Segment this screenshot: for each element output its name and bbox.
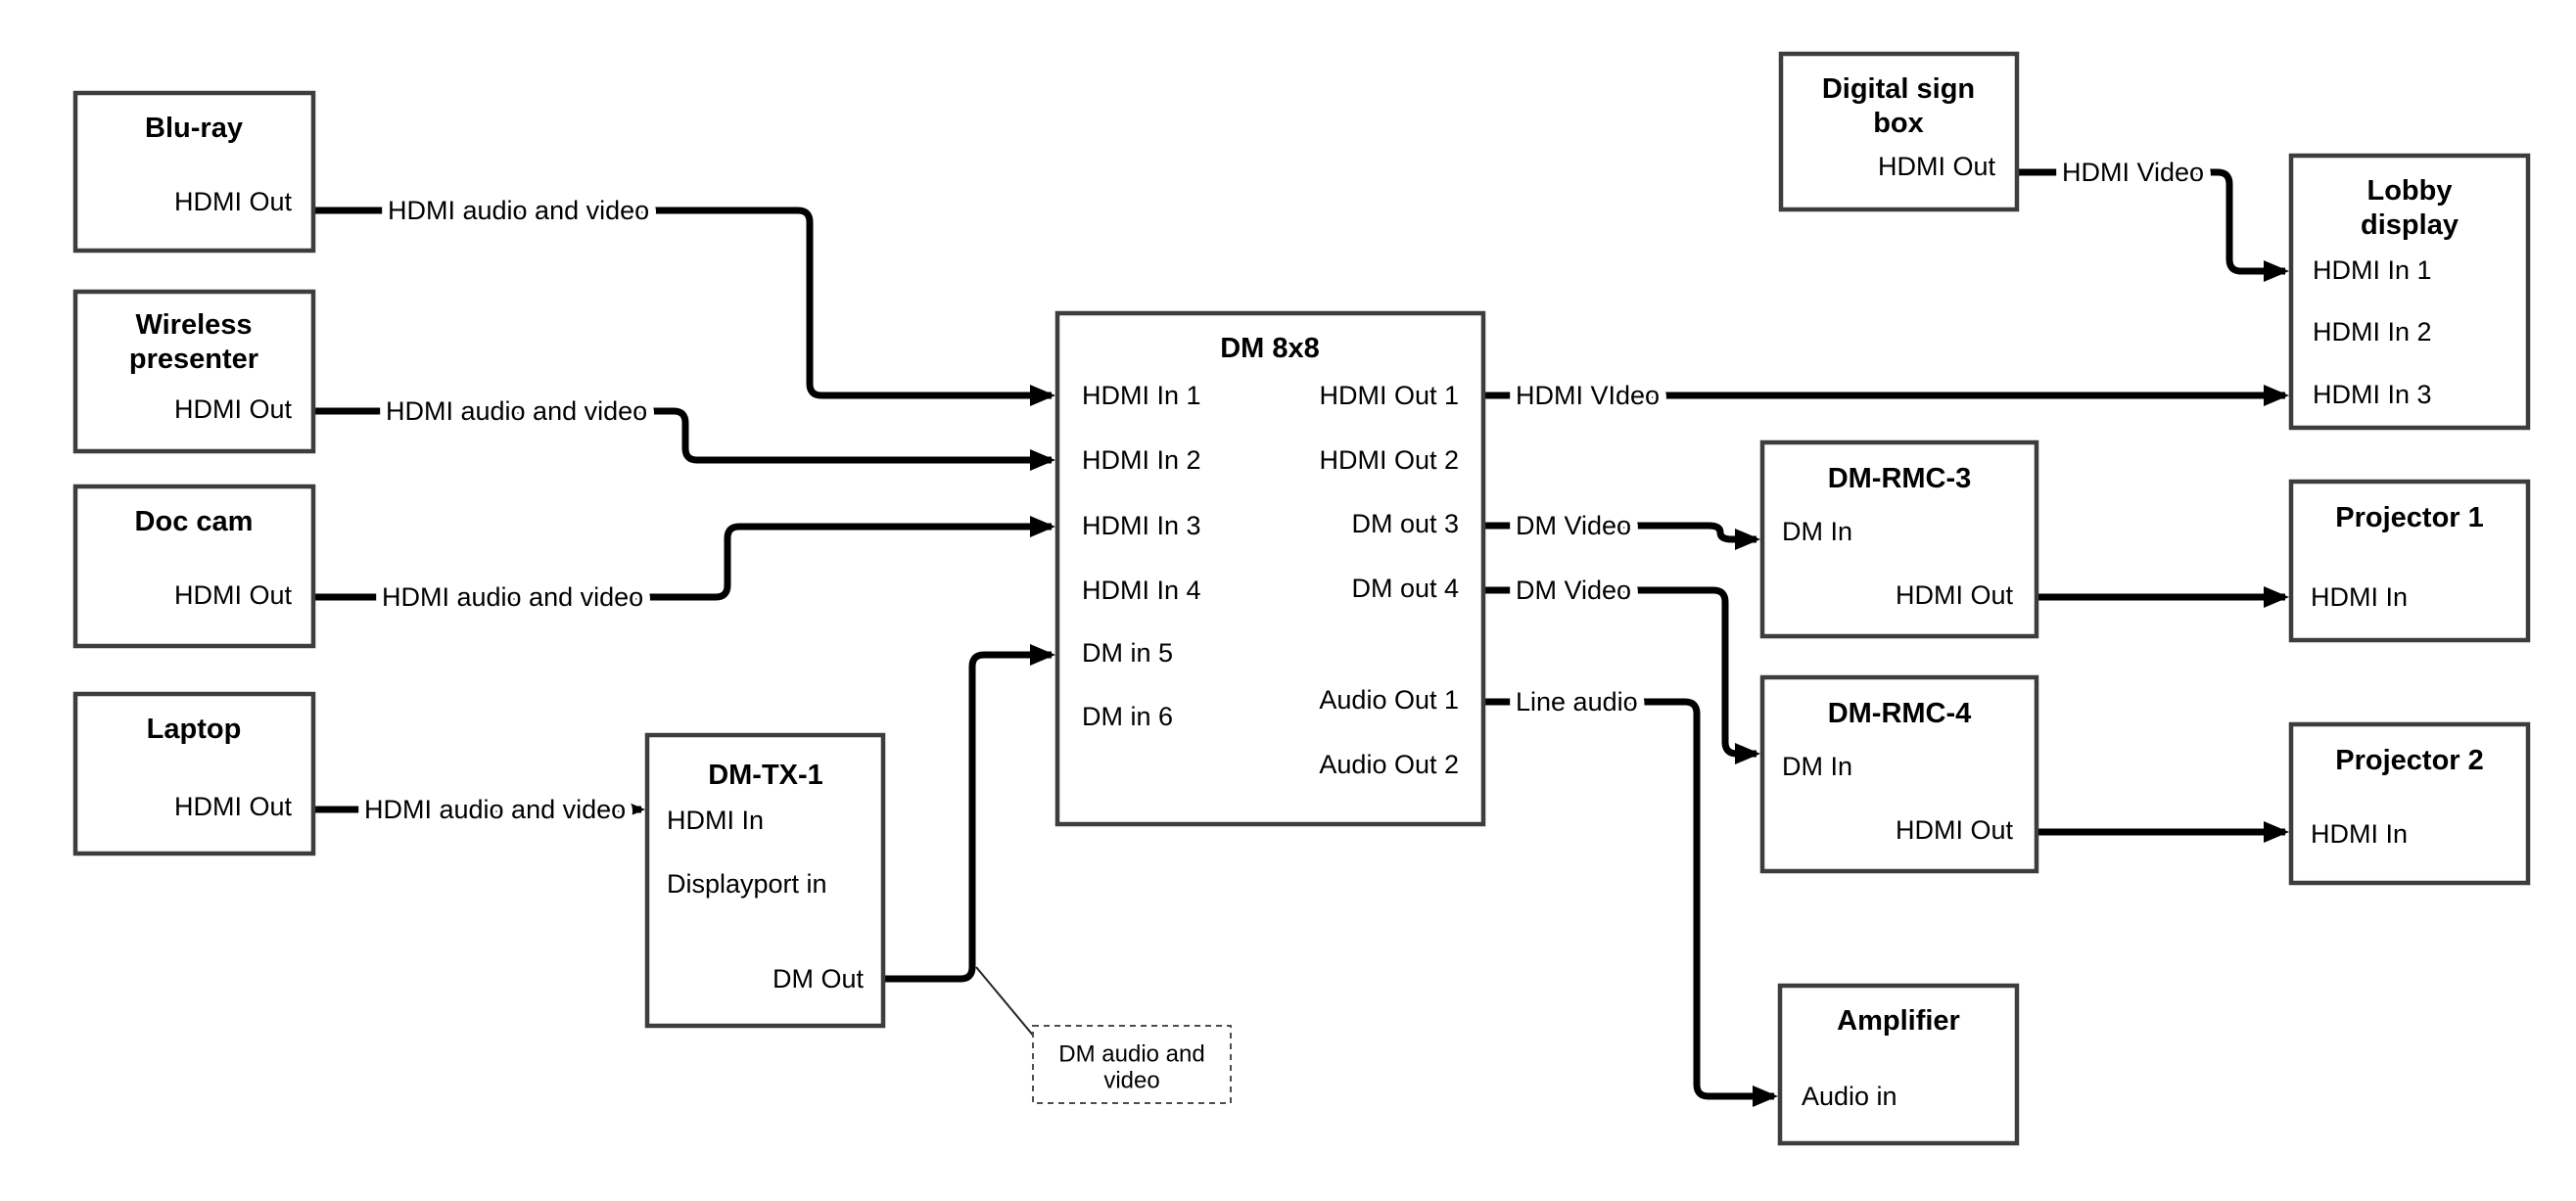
node-dm-rmc-4-title: DM-RMC-4	[1828, 698, 1972, 729]
node-dm-8x8-port-dm-in-5: DM in 5	[1082, 638, 1173, 668]
node-dm-tx-1-box	[644, 732, 886, 1029]
node-projector-2-port-hdmi-in: HDMI In	[2311, 819, 2408, 849]
node-doc-cam: Doc cam HDMI Out	[72, 484, 316, 649]
node-dm-rmc-4-port-dm-in: DM In	[1782, 752, 1852, 781]
node-amplifier-title: Amplifier	[1837, 1005, 1960, 1037]
node-dm-rmc-3-port-dm-in: DM In	[1782, 517, 1852, 546]
node-digital-sign-box-title-line2: box	[1873, 108, 1924, 139]
edge-digitalsign-to-lobby-in1	[2017, 168, 2289, 282]
node-lobby-display-port-hdmi-in-3: HDMI In 3	[2313, 380, 2432, 409]
node-dm-tx-1-port-dm-out: DM Out	[773, 964, 865, 993]
edge-wireless-to-dm8x8-in2	[313, 407, 1055, 471]
node-projector-1-title: Projector 1	[2335, 502, 2484, 533]
node-projector-2-box	[2288, 721, 2531, 886]
node-dm-8x8-port-hdmi-in-2: HDMI In 2	[1082, 445, 1201, 475]
edge-label-bluray: HDMI audio and video	[388, 196, 649, 225]
node-digital-sign-box: Digital sign box HDMI Out	[1778, 51, 2020, 212]
node-dm-8x8-port-audio-out-1: Audio Out 1	[1319, 685, 1459, 715]
node-amplifier-port-audio-in: Audio in	[1802, 1082, 1897, 1111]
node-wireless-presenter: Wireless presenter HDMI Out	[72, 289, 316, 454]
node-projector-1-port-hdmi-in: HDMI In	[2311, 582, 2408, 612]
edge-label-hdmi-video-out1: HDMI VIdeo	[1516, 381, 1660, 410]
edge-dm8x8-out3-to-rmc3	[1483, 522, 1760, 550]
node-laptop-title: Laptop	[147, 714, 242, 745]
node-lobby-display-title-line1: Lobby	[2367, 175, 2453, 207]
node-bluray-port-hdmi-out: HDMI Out	[174, 187, 293, 216]
node-doc-cam-title: Doc cam	[135, 506, 254, 537]
node-doc-cam-box	[72, 484, 316, 649]
node-dm-8x8-port-dm-out-3: DM out 3	[1351, 509, 1459, 538]
node-dm-8x8: DM 8x8 HDMI In 1 HDMI In 2 HDMI In 3 HDM…	[1054, 310, 1486, 827]
node-digital-sign-box-title-line1: Digital sign	[1822, 73, 1975, 105]
note-dm-audio-and-video-line1: DM audio and	[1058, 1041, 1204, 1068]
node-dm-8x8-port-hdmi-out-1: HDMI Out 1	[1319, 381, 1459, 410]
edge-label-dm-video-out3: DM Video	[1516, 511, 1631, 540]
node-projector-2: Projector 2 HDMI In	[2288, 721, 2531, 886]
node-dm-8x8-port-hdmi-out-2: HDMI Out 2	[1319, 445, 1459, 475]
edge-dm8x8-audio1-to-amplifier	[1483, 698, 1778, 1107]
note-dm-audio-and-video-line2: video	[1103, 1068, 1159, 1094]
node-dm-8x8-box	[1054, 310, 1486, 827]
node-projector-1: Projector 1 HDMI In	[2288, 479, 2531, 643]
node-lobby-display-port-hdmi-in-1: HDMI In 1	[2313, 255, 2432, 285]
node-dm-rmc-4: DM-RMC-4 DM In HDMI Out	[1759, 674, 2039, 874]
edge-label-dm-video-out4: DM Video	[1516, 576, 1631, 605]
node-wireless-presenter-title-line2: presenter	[129, 344, 258, 375]
node-dm-tx-1-title: DM-TX-1	[708, 760, 823, 791]
node-bluray: Blu-ray HDMI Out	[72, 90, 316, 254]
edge-label-wireless: HDMI audio and video	[386, 396, 647, 426]
node-dm-8x8-port-dm-out-4: DM out 4	[1351, 574, 1459, 603]
node-digital-sign-box-port-hdmi-out: HDMI Out	[1878, 152, 1996, 181]
edge-dm8x8-out4-to-rmc4	[1483, 586, 1760, 764]
node-bluray-title: Blu-ray	[145, 113, 243, 144]
edge-doccam-to-dm8x8-in3	[313, 516, 1055, 601]
node-lobby-display-title-line2: display	[2361, 209, 2459, 241]
node-lobby-display-box	[2288, 153, 2531, 431]
node-doc-cam-port-hdmi-out: HDMI Out	[174, 580, 293, 610]
node-dm-tx-1-port-displayport-in: Displayport in	[667, 869, 827, 899]
edge-label-doccam: HDMI audio and video	[382, 582, 643, 612]
node-dm-rmc-4-box	[1759, 674, 2039, 874]
node-dm-8x8-port-dm-in-6: DM in 6	[1082, 702, 1173, 731]
edge-dmtx1-to-dm8x8-in5	[883, 644, 1055, 983]
node-dm-rmc-3: DM-RMC-3 DM In HDMI Out	[1759, 439, 2039, 639]
node-dm-rmc-4-port-hdmi-out: HDMI Out	[1896, 815, 2014, 845]
edge-bluray-to-dm8x8-in1	[313, 207, 1055, 406]
node-wireless-presenter-port-hdmi-out: HDMI Out	[174, 394, 293, 424]
node-dm-8x8-title: DM 8x8	[1220, 333, 1320, 364]
node-wireless-presenter-title-line1: Wireless	[135, 309, 252, 341]
node-lobby-display-port-hdmi-in-2: HDMI In 2	[2313, 317, 2432, 346]
note-dm-audio-and-video-box	[1032, 1025, 1232, 1104]
edges	[313, 168, 2289, 1107]
node-amplifier: Amplifier Audio in	[1777, 983, 2020, 1146]
note-callout-line	[975, 966, 1036, 1039]
node-laptop-box	[72, 691, 316, 856]
note-dm-audio-and-video: DM audio and video	[1032, 1025, 1232, 1104]
node-amplifier-box	[1777, 983, 2020, 1146]
node-dm-rmc-3-port-hdmi-out: HDMI Out	[1896, 580, 2014, 610]
node-lobby-display: Lobby display HDMI In 1 HDMI In 2 HDMI I…	[2288, 153, 2531, 431]
node-bluray-box	[72, 90, 316, 254]
node-dm-8x8-port-hdmi-in-3: HDMI In 3	[1082, 511, 1201, 540]
edge-label-hdmi-video-sign: HDMI Video	[2062, 158, 2204, 187]
node-dm-tx-1-port-hdmi-in: HDMI In	[667, 806, 764, 835]
node-wireless-presenter-box	[72, 289, 316, 454]
node-dm-rmc-3-box	[1759, 439, 2039, 639]
node-laptop-port-hdmi-out: HDMI Out	[174, 792, 293, 821]
node-projector-1-box	[2288, 479, 2531, 643]
node-laptop: Laptop HDMI Out	[72, 691, 316, 856]
edge-label-laptop: HDMI audio and video	[364, 795, 626, 824]
node-projector-2-title: Projector 2	[2335, 745, 2484, 776]
node-dm-8x8-port-audio-out-2: Audio Out 2	[1319, 750, 1459, 779]
edge-label-line-audio: Line audio	[1516, 687, 1638, 716]
node-dm-rmc-3-title: DM-RMC-3	[1828, 463, 1972, 494]
node-dm-tx-1: DM-TX-1 HDMI In Displayport in DM Out	[644, 732, 886, 1029]
node-digital-sign-box-box	[1778, 51, 2020, 212]
node-dm-8x8-port-hdmi-in-1: HDMI In 1	[1082, 381, 1201, 410]
node-dm-8x8-port-hdmi-in-4: HDMI In 4	[1082, 576, 1201, 605]
